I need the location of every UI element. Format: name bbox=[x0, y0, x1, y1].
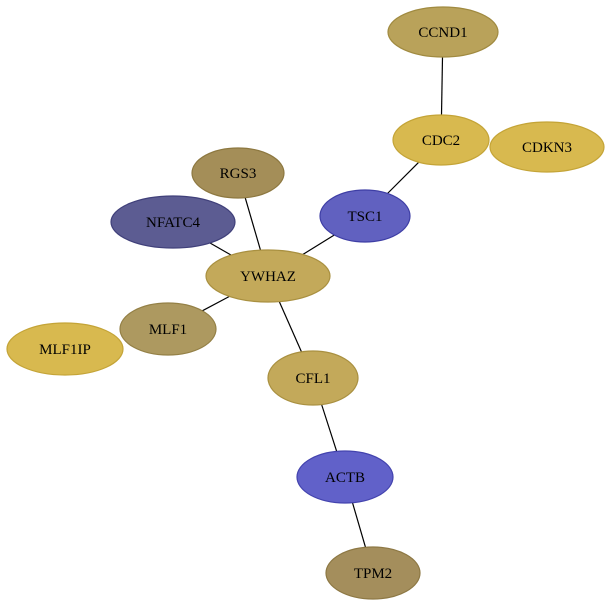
node-label: CDKN3 bbox=[522, 140, 572, 156]
node-label: NFATC4 bbox=[146, 215, 200, 231]
edges-layer bbox=[202, 56, 444, 548]
node-label: YWHAZ bbox=[240, 269, 296, 285]
node-ellipse[interactable] bbox=[110, 195, 236, 249]
node-label: ACTB bbox=[325, 470, 365, 486]
node-ellipse[interactable] bbox=[119, 302, 217, 356]
edge-ccnd1-cdc2 bbox=[440, 56, 444, 116]
edge-cfl1-actb bbox=[321, 404, 338, 452]
edge-nfatc4-ywhaz bbox=[209, 242, 232, 256]
edge-cdc2-tsc1 bbox=[387, 161, 420, 194]
node-cfl1[interactable]: CFL1 bbox=[267, 350, 359, 406]
edge-tsc1-ywhaz bbox=[302, 234, 335, 256]
node-ellipse[interactable] bbox=[205, 249, 331, 303]
edge-rgs3-ywhaz bbox=[244, 197, 262, 251]
node-tpm2[interactable]: TPM2 bbox=[325, 546, 421, 600]
node-label: TPM2 bbox=[354, 566, 392, 582]
node-label: CDC2 bbox=[422, 133, 460, 149]
node-tsc1[interactable]: TSC1 bbox=[319, 189, 411, 243]
node-cdc2[interactable]: CDC2 bbox=[392, 114, 490, 166]
node-ellipse[interactable] bbox=[296, 450, 394, 504]
node-label: RGS3 bbox=[220, 166, 257, 182]
node-rgs3[interactable]: RGS3 bbox=[191, 147, 285, 199]
node-mlf1ip[interactable]: MLF1IP bbox=[6, 322, 124, 376]
node-ellipse[interactable] bbox=[319, 189, 411, 243]
node-label: MLF1 bbox=[149, 322, 187, 338]
node-nfatc4[interactable]: NFATC4 bbox=[110, 195, 236, 249]
node-ellipse[interactable] bbox=[267, 350, 359, 406]
node-mlf1[interactable]: MLF1 bbox=[119, 302, 217, 356]
node-cdkn3[interactable]: CDKN3 bbox=[489, 121, 605, 173]
node-ellipse[interactable] bbox=[191, 147, 285, 199]
node-ccnd1[interactable]: CCND1 bbox=[387, 6, 499, 58]
node-label: CFL1 bbox=[295, 371, 330, 387]
node-actb[interactable]: ACTB bbox=[296, 450, 394, 504]
node-ellipse[interactable] bbox=[489, 121, 605, 173]
edge-ywhaz-cfl1 bbox=[278, 301, 303, 353]
edge-actb-tpm2 bbox=[351, 502, 367, 548]
node-label: MLF1IP bbox=[39, 342, 91, 358]
node-ellipse[interactable] bbox=[392, 114, 490, 166]
node-label: CCND1 bbox=[418, 25, 467, 41]
node-ellipse[interactable] bbox=[6, 322, 124, 376]
edge-mlf1-ywhaz bbox=[202, 295, 230, 312]
node-ellipse[interactable] bbox=[325, 546, 421, 600]
node-ywhaz[interactable]: YWHAZ bbox=[205, 249, 331, 303]
node-ellipse[interactable] bbox=[387, 6, 499, 58]
node-label: TSC1 bbox=[347, 209, 382, 225]
